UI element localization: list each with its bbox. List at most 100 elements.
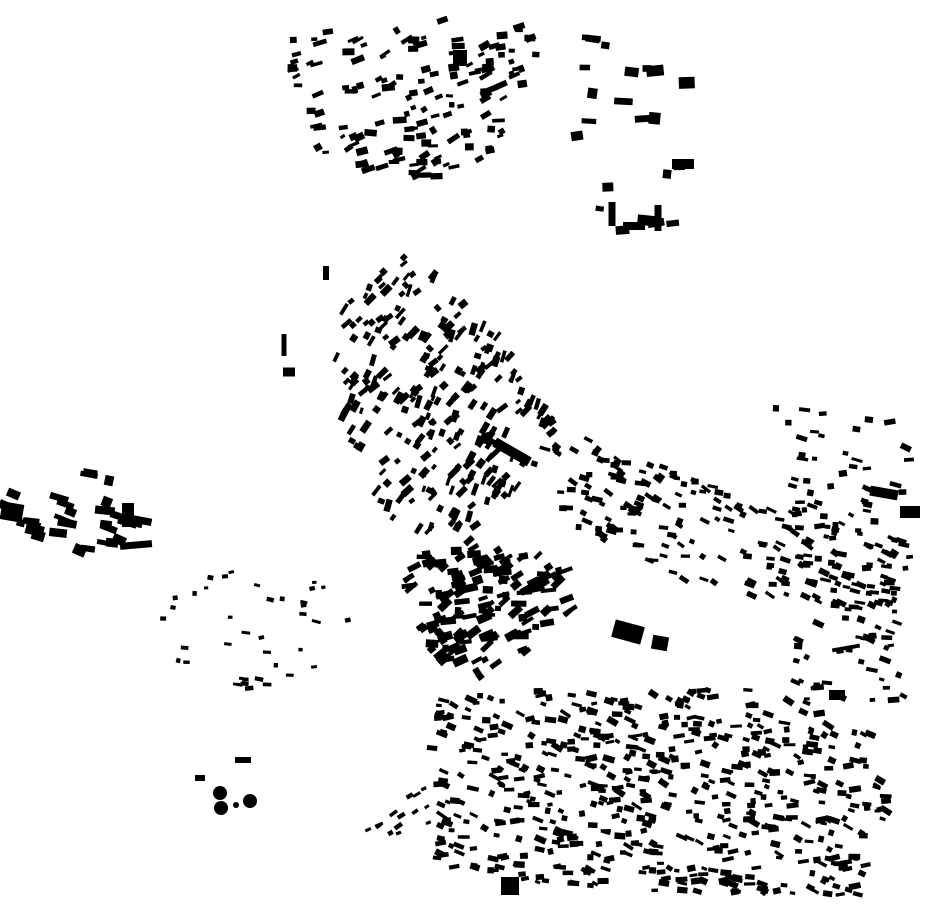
building [834, 779, 845, 788]
building [786, 802, 799, 809]
building [602, 829, 611, 836]
building [322, 150, 330, 155]
building [827, 829, 835, 837]
building [614, 738, 621, 745]
building [855, 635, 862, 640]
building [825, 845, 834, 853]
building [817, 567, 831, 578]
building [797, 759, 805, 766]
building [766, 564, 773, 570]
building [633, 767, 642, 772]
building [469, 519, 482, 532]
building [402, 572, 415, 584]
building [322, 28, 334, 36]
building [520, 855, 528, 859]
building [668, 569, 678, 576]
building [513, 804, 523, 810]
building [878, 598, 888, 603]
building [536, 571, 547, 578]
building [467, 760, 478, 765]
building [532, 51, 540, 58]
building [421, 556, 437, 568]
building [347, 392, 356, 405]
building [863, 541, 875, 550]
building [448, 329, 456, 343]
building [782, 695, 795, 707]
building [371, 484, 382, 497]
building [652, 493, 663, 502]
building [448, 507, 461, 521]
building [898, 489, 907, 495]
building [835, 891, 846, 897]
building [262, 650, 272, 655]
building [692, 887, 703, 895]
building [377, 497, 386, 505]
building [559, 593, 575, 605]
building [498, 774, 509, 781]
building [723, 732, 733, 739]
building [648, 848, 659, 854]
building [778, 567, 788, 576]
building [743, 687, 753, 693]
building [349, 399, 361, 413]
building [589, 800, 598, 808]
building [221, 574, 229, 579]
building [442, 328, 455, 340]
building [584, 760, 597, 770]
building [732, 873, 743, 880]
building [856, 615, 866, 624]
building [520, 875, 530, 882]
building [508, 58, 515, 65]
building [636, 814, 646, 822]
building [575, 755, 586, 763]
building [378, 468, 387, 476]
building [494, 863, 506, 871]
building [869, 697, 876, 703]
building [774, 516, 785, 522]
building [355, 146, 369, 157]
building [608, 202, 616, 226]
building [812, 856, 822, 864]
building [802, 699, 811, 707]
building [401, 280, 410, 290]
building [789, 528, 801, 538]
building [809, 578, 818, 587]
building [578, 810, 586, 818]
building [784, 768, 795, 777]
building [489, 658, 503, 670]
building [367, 318, 376, 327]
building [580, 737, 589, 741]
building [534, 845, 546, 853]
building [688, 538, 696, 545]
building [463, 741, 475, 749]
building [507, 604, 524, 620]
building [780, 795, 788, 800]
building [567, 477, 579, 487]
building [573, 731, 582, 739]
building [819, 577, 832, 583]
building [658, 525, 669, 531]
building [393, 821, 404, 831]
building [756, 879, 769, 888]
building [446, 711, 455, 719]
building [524, 605, 541, 619]
building [838, 469, 848, 478]
building [635, 745, 647, 753]
building [593, 445, 603, 454]
building [289, 58, 299, 66]
building [445, 94, 453, 98]
building [513, 776, 525, 782]
building [348, 321, 357, 330]
building [379, 53, 387, 60]
building [448, 163, 460, 170]
building [448, 700, 459, 710]
building [803, 477, 811, 484]
building [430, 385, 438, 398]
building [842, 584, 851, 590]
building [680, 554, 691, 558]
building [366, 380, 381, 394]
building [817, 433, 825, 439]
building [644, 557, 655, 564]
building [714, 847, 723, 854]
